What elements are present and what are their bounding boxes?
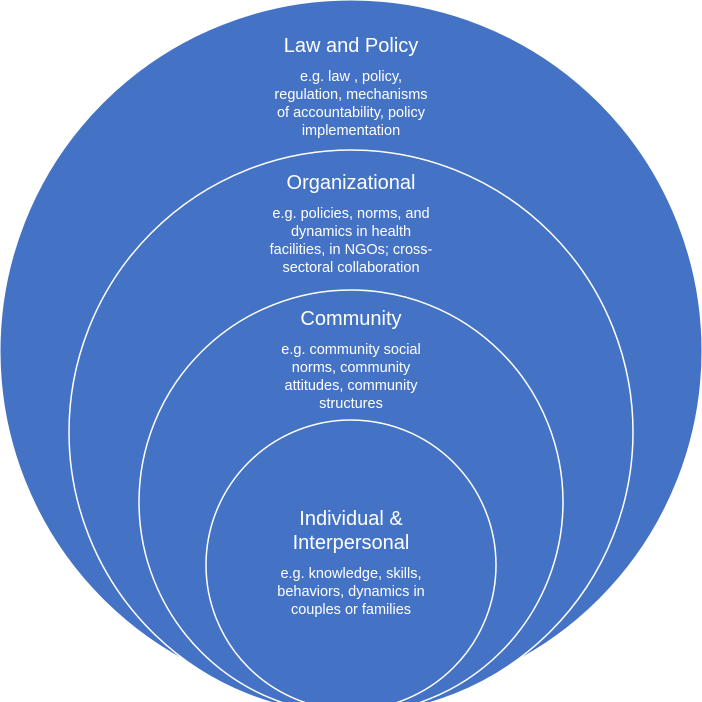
community-description: e.g. community social norms, community a… [201,341,501,413]
organizational-title: Organizational [286,172,416,194]
organizational-desc-line: facilities, in NGOs; cross- [269,242,433,258]
community-desc-line: structures [319,396,383,412]
law-policy-desc-line: implementation [301,123,401,139]
individual-title-line: Interpersonal [292,532,410,554]
community-desc-line: norms, community [291,360,411,376]
individual-circle [205,419,497,702]
law-policy-desc-line: regulation, mechanisms [274,87,428,103]
organizational-desc-line: sectoral collaboration [282,260,420,276]
individual-title: Individual & Interpersonal [0,507,702,555]
law-policy-desc-line: e.g. law , policy, [299,69,403,85]
law-policy-desc-line: of accountability, policy [276,105,426,121]
individual-description: e.g. knowledge, skills, behaviors, dynam… [201,565,501,619]
organizational-description: e.g. policies, norms, and dynamics in he… [201,205,501,277]
law-policy-description: e.g. law , policy, regulation, mechanism… [201,68,501,140]
individual-title-line: Individual & [299,508,403,530]
individual-desc-line: behaviors, dynamics in [277,584,425,600]
individual-desc-line: couples or families [290,602,412,618]
organizational-desc-line: dynamics in health [290,224,412,240]
community-desc-line: attitudes, community [284,378,418,394]
community-desc-line: e.g. community social [281,342,421,358]
individual-desc-line: e.g. knowledge, skills, [280,566,422,582]
law-policy-title: Law and Policy [283,35,419,57]
community-title: Community [300,308,402,330]
organizational-desc-line: e.g. policies, norms, and [272,206,430,222]
